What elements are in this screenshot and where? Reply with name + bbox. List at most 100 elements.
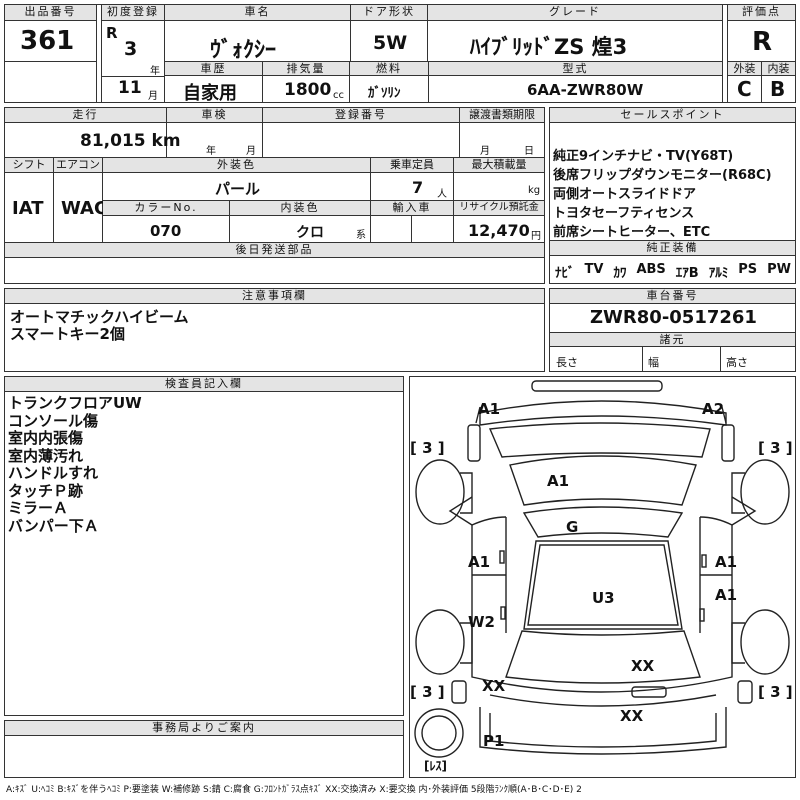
header-block xyxy=(4,4,796,103)
damage-mark: XX xyxy=(482,677,506,695)
recycle-label: リサイクル預託金 xyxy=(454,201,544,216)
chassis-block xyxy=(549,288,796,372)
load-unit: kg xyxy=(528,185,541,196)
int-color: クロ xyxy=(296,225,324,241)
later-parts-label: 後日発送部品 xyxy=(5,243,544,258)
sales-line: 前席シートヒーター、ETC xyxy=(553,225,711,240)
inspector-line: 室内内張傷 xyxy=(8,429,84,447)
damage-mark: A2 xyxy=(702,400,725,418)
car-diagram: [ 3 ] [ 3 ] [ 3 ] [ 3 ] [ﾚｽ] A1 A2 A1 G … xyxy=(409,376,796,778)
shift: IAT xyxy=(12,198,44,219)
equip-item: PW xyxy=(767,262,791,277)
equip-item: ｱﾙﾐ xyxy=(708,266,729,281)
sales-line: 後席フリップダウンモニター(R68C) xyxy=(553,168,772,183)
score-label: 評価点 xyxy=(728,5,795,21)
lot-number: 361 xyxy=(20,26,75,56)
inspect-label: 車検 xyxy=(167,108,262,123)
inspector-line: バンパー下Ａ xyxy=(8,516,99,535)
spec-height: 高さ xyxy=(726,356,748,369)
damage-mark: A1 xyxy=(478,400,501,418)
equip-label: 純正装備 xyxy=(550,241,795,256)
first-reg-label: 初度登録 xyxy=(102,5,164,21)
chassis-number: ZWR80-0517261 xyxy=(590,307,757,328)
damage-mark: A1 xyxy=(468,553,491,571)
lot-label: 出品番号 xyxy=(5,5,96,21)
sales-lines: 純正9インチナビ・TV(Y68T) 後席フリップダウンモニター(R68C) 両側… xyxy=(553,147,795,242)
damage-mark: A1 xyxy=(715,586,738,604)
grade-label: グレード xyxy=(428,5,722,21)
score: R xyxy=(752,27,773,57)
spare-label: [ﾚｽ] xyxy=(424,759,447,773)
equip-item: ABS xyxy=(636,262,666,277)
color-no: 070 xyxy=(150,222,182,240)
sales-line: 純正9インチナビ・TV(Y68T) xyxy=(553,149,734,164)
bracket-front-right: [ 3 ] xyxy=(758,439,793,457)
inspector-line: コンソール傷 xyxy=(8,411,99,430)
inspect-month: 月 xyxy=(246,146,256,157)
door-type: 5W xyxy=(373,32,408,54)
ext-label: 外装 xyxy=(728,62,761,76)
office-block xyxy=(4,720,404,778)
color-label: 外装色 xyxy=(103,158,370,173)
mileage-label: 走行 xyxy=(5,108,166,123)
office-label: 事務局よりご案内 xyxy=(5,721,403,736)
int-grade: B xyxy=(770,77,786,101)
model-label: 型式 xyxy=(429,62,722,76)
caution-label: 注意事項欄 xyxy=(5,289,544,304)
caution-line: オートマチックハイビーム xyxy=(10,308,189,326)
bracket-rear-left: [ 3 ] xyxy=(410,683,445,701)
damage-mark: A1 xyxy=(715,553,738,571)
reg-label: 登録番号 xyxy=(263,108,459,123)
damage-mark: XX xyxy=(631,657,655,675)
bracket-rear-right: [ 3 ] xyxy=(758,683,793,701)
history-label: 車歴 xyxy=(165,62,262,76)
month-unit: 月 xyxy=(148,91,158,102)
transfer-month: 月 xyxy=(480,146,490,157)
inspect-year: 年 xyxy=(206,146,216,157)
grade: ﾊｲﾌﾞﾘｯﾄﾞZS 煌3 xyxy=(470,35,628,59)
chassis-label: 車台番号 xyxy=(550,289,795,304)
inspector-line: タッチＰ跡 xyxy=(8,481,84,500)
fuel: ｶﾞｿﾘﾝ xyxy=(368,86,401,101)
car-name-label: 車名 xyxy=(165,5,350,21)
displacement: 1800 xyxy=(284,80,332,100)
model-code: 6AA-ZWR80W xyxy=(527,81,644,99)
car-name: ｳﾞｫｸｼｰ xyxy=(210,38,277,63)
transfer-label: 譲渡書類期限 xyxy=(460,108,544,123)
ext-color: パール xyxy=(215,180,261,198)
inspector-line: ハンドルすれ xyxy=(8,464,99,482)
history: 自家用 xyxy=(183,83,237,104)
equip-item: ｶﾜ xyxy=(613,266,627,281)
equip-item: ｴｱB xyxy=(675,266,699,281)
bracket-front-left: [ 3 ] xyxy=(410,439,445,457)
inspector-label: 検査員記入欄 xyxy=(5,377,403,392)
mileage: 81,015 km xyxy=(80,131,181,151)
transfer-day: 日 xyxy=(524,146,534,157)
spec-label: 諸元 xyxy=(550,333,795,347)
equip-item: ﾅﾋﾞ xyxy=(555,266,575,281)
damage-mark: XX xyxy=(620,707,644,725)
year: 3 xyxy=(124,38,138,60)
ac-label: エアコン xyxy=(54,158,102,173)
caution-line: スマートキー2個 xyxy=(10,325,125,343)
int-label: 内装 xyxy=(762,62,795,76)
shift-label: シフト xyxy=(5,158,53,173)
import-label: 輸入車 xyxy=(371,201,453,216)
legend: A:ｷｽﾞ U:ﾍｺﾐ B:ｷｽﾞを伴うﾍｺﾐ P:要塗装 W:補修跡 S:錆 … xyxy=(6,785,582,795)
inspector-line: 室内薄汚れ xyxy=(8,446,84,465)
era: R xyxy=(106,24,118,42)
equip-item: TV xyxy=(584,262,604,277)
int-color-unit: 系 xyxy=(356,230,366,241)
sales-label: セールスポイント xyxy=(550,108,795,123)
sales-block xyxy=(549,107,796,284)
color-no-label: カラーNo. xyxy=(103,201,229,216)
door-label: ドア形状 xyxy=(351,5,427,21)
sales-line: トヨタセーフティセンス xyxy=(553,206,695,221)
sales-line: 両側オートスライドドア xyxy=(553,187,697,202)
year-unit: 年 xyxy=(150,66,160,77)
inspector-line: トランクフロアUW xyxy=(8,394,142,412)
recycle-unit: 円 xyxy=(531,231,541,242)
capacity: 7 xyxy=(412,178,424,197)
damage-mark: G xyxy=(566,518,579,536)
inspector-line: ミラーＡ xyxy=(8,499,69,517)
